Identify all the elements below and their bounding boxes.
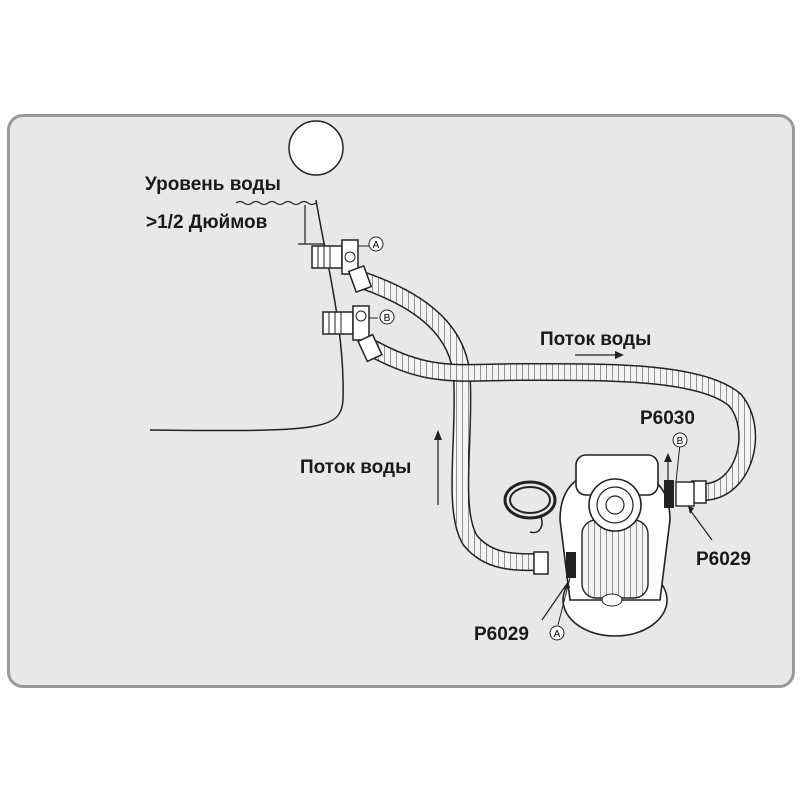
marker-b-pump: B xyxy=(677,436,684,447)
part-label-p6029-right: P6029 xyxy=(696,549,751,570)
inlet-connector-a xyxy=(311,239,370,275)
depth-label: >1/2 Дюймов xyxy=(146,212,268,233)
filter-pump xyxy=(559,454,695,637)
marker-b-top: B xyxy=(384,313,391,324)
hose-fitting xyxy=(357,333,383,363)
part-label-p6029-left: P6029 xyxy=(474,624,529,645)
flow-label-top: Поток воды xyxy=(540,329,652,350)
marker-a-top: A xyxy=(373,240,380,251)
hose-fitting xyxy=(347,264,373,294)
power-cord xyxy=(503,480,557,534)
hose-fitting xyxy=(533,551,549,575)
float-ball xyxy=(288,120,344,176)
pool-wall xyxy=(149,199,344,432)
hose-upper xyxy=(359,271,546,572)
outlet-connector-b xyxy=(322,305,378,341)
hose-lower xyxy=(367,340,757,501)
water-level-label: Уровень воды xyxy=(145,174,281,195)
water-level-line xyxy=(235,200,317,206)
flow-label-left: Поток воды xyxy=(300,457,412,478)
marker-a-pump: A xyxy=(554,629,561,640)
part-label-p6030: P6030 xyxy=(640,408,695,429)
